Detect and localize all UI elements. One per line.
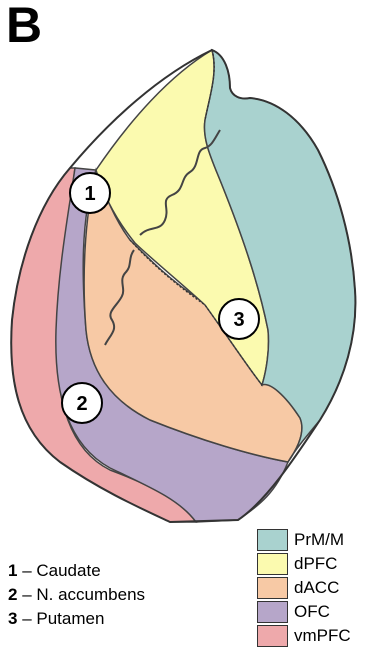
region-swatch [257, 529, 288, 551]
region-legend-item: dACC [257, 576, 351, 600]
structure-label: Caudate [36, 561, 100, 580]
region-label: dACC [294, 578, 339, 598]
structure-dash: – [17, 561, 36, 580]
region-swatch [257, 553, 288, 575]
structure-label: Putamen [36, 609, 104, 628]
region-legend-item: vmPFC [257, 624, 351, 648]
structure-dash: – [17, 609, 36, 628]
region-legend-item: PrM/M [257, 528, 351, 552]
structure-legend-item: 3 – Putamen [8, 607, 145, 631]
svg-text:1: 1 [84, 183, 95, 205]
region-legend-item: dPFC [257, 552, 351, 576]
region-swatch [257, 577, 288, 599]
region-swatch [257, 601, 288, 623]
structure-legend-item: 2 – N. accumbens [8, 583, 145, 607]
region-label: dPFC [294, 554, 337, 574]
structure-dash: – [17, 585, 36, 604]
marker-caudate: 1 [70, 173, 110, 213]
svg-text:2: 2 [76, 393, 87, 415]
region-label: PrM/M [294, 530, 344, 550]
structure-label: N. accumbens [36, 585, 145, 604]
marker-putamen: 3 [219, 299, 259, 339]
region-label: vmPFC [294, 626, 351, 646]
region-label: OFC [294, 602, 330, 622]
svg-text:3: 3 [233, 309, 244, 331]
structure-legend-item: 1 – Caudate [8, 559, 145, 583]
marker-n-accumbens: 2 [62, 383, 102, 423]
region-legend-item: OFC [257, 600, 351, 624]
structure-legend: 1 – Caudate 2 – N. accumbens 3 – Putamen [8, 559, 145, 631]
region-swatch [257, 625, 288, 647]
region-legend: PrM/M dPFC dACC OFC vmPFC [257, 528, 351, 648]
